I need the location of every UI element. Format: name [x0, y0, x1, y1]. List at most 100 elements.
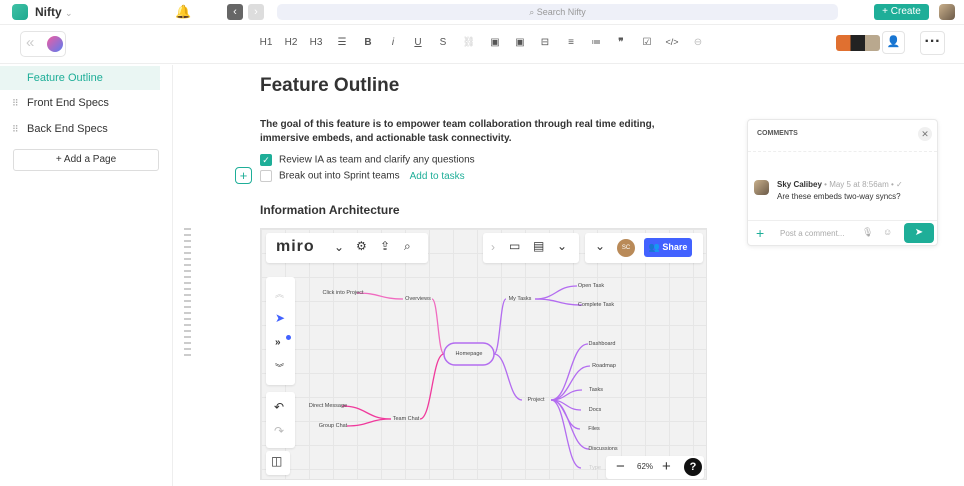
link-icon[interactable]: ⛓	[462, 37, 476, 48]
mind-map-node[interactable]: My Tasks	[508, 296, 532, 302]
chevron-up-icon[interactable]: ︽	[275, 289, 285, 299]
mind-map-node[interactable]: Click into Project	[322, 290, 364, 296]
select-cursor-icon[interactable]: ➤	[275, 311, 286, 325]
redo-icon[interactable]: ↷	[274, 424, 285, 438]
back-button[interactable]: ‹	[227, 4, 243, 20]
help-button[interactable]: ?	[684, 458, 702, 476]
embed-icon[interactable]: ▣	[515, 37, 525, 48]
workspace-name: Nifty	[35, 5, 62, 19]
chevron-down-double-icon[interactable]: ︾	[275, 363, 285, 373]
drag-handle-icon[interactable]: ⠿	[12, 98, 19, 108]
bullet-list-icon[interactable]: ≡	[568, 37, 574, 48]
user-avatar[interactable]	[939, 4, 955, 20]
mind-map-node[interactable]: Team Chat	[392, 416, 420, 422]
quote-icon[interactable]: ❞	[618, 37, 624, 48]
italic-button[interactable]: i	[391, 37, 395, 48]
mind-map-link	[356, 292, 404, 300]
comment-text: Are these embeds two-way syncs?	[777, 192, 901, 201]
share-button[interactable]: 👥 Share	[644, 238, 692, 257]
mind-map-node[interactable]: Dashboard	[588, 341, 616, 347]
divider	[748, 151, 937, 152]
checklist-icon[interactable]: ☑	[642, 37, 652, 48]
more-options-button[interactable]: ···	[920, 31, 945, 55]
search-icon[interactable]: ⌕	[404, 239, 411, 253]
underline-button[interactable]: U	[414, 37, 422, 48]
chevron-right-icon[interactable]: ›	[491, 240, 495, 254]
strikethrough-button[interactable]: S	[439, 37, 447, 48]
undo-icon[interactable]: ↶	[274, 400, 285, 414]
sidebar-item-feature-outline[interactable]: Feature Outline	[0, 66, 160, 90]
search-input[interactable]: ⌕ Search Nifty	[277, 4, 838, 20]
zoom-in-button[interactable]: +	[662, 458, 671, 475]
user-avatar[interactable]: SC	[617, 239, 635, 257]
miro-frames-button[interactable]: ◫	[266, 451, 290, 475]
top-bar: Nifty ⌄ 🔔 ‹ › ⌕ Search Nifty + Create	[0, 0, 964, 25]
numbered-list-icon[interactable]: ≔	[591, 37, 601, 48]
mind-map-node[interactable]: Discussions	[588, 446, 618, 452]
section-icon[interactable]: ⊟	[540, 37, 550, 48]
mind-map-node[interactable]: Files	[588, 426, 600, 432]
more-tools-icon[interactable]: »	[275, 337, 281, 348]
add-page-button[interactable]: + Add a Page	[13, 149, 159, 171]
chevron-down-icon[interactable]: ⌄	[595, 239, 606, 253]
mind-map-node[interactable]: Project	[527, 397, 545, 403]
mind-map-node[interactable]: Complete Task	[577, 302, 615, 308]
send-button[interactable]: ➤	[904, 223, 934, 243]
chevron-down-icon[interactable]: ⌄	[334, 240, 345, 254]
mind-map-link	[341, 405, 392, 420]
mind-map-node[interactable]: Group Chat	[318, 423, 348, 429]
notes-icon[interactable]: ▤	[533, 239, 545, 253]
miro-tools-panel: ︽ ➤ » ︾	[266, 277, 295, 385]
mind-map-link	[493, 353, 523, 401]
mind-map-node[interactable]: Homepage	[455, 351, 483, 357]
present-icon[interactable]: ▭	[509, 239, 521, 253]
workspace-switcher[interactable]: Nifty ⌄	[35, 5, 73, 19]
comment-input[interactable]: Post a comment...	[780, 229, 845, 238]
miro-zoom-panel: − 62% + ?	[606, 456, 704, 479]
heading2-button[interactable]: H2	[284, 37, 298, 48]
add-attachment-button[interactable]: +	[756, 225, 765, 241]
chevron-down-icon[interactable]: ⌄	[557, 239, 568, 253]
mind-map-node[interactable]: Roadmap	[592, 363, 616, 369]
close-button[interactable]: ✕	[918, 127, 932, 141]
document-minimap[interactable]	[184, 228, 191, 356]
checkbox[interactable]	[260, 170, 272, 182]
mind-map-link	[534, 298, 583, 306]
collaborator-avatars[interactable]	[836, 35, 880, 51]
mind-map-link	[534, 285, 578, 300]
add-block-button[interactable]: +	[235, 167, 252, 184]
sidebar-item-label: Feature Outline	[27, 72, 103, 84]
emoji-icon[interactable]: ☺	[883, 227, 893, 237]
drag-handle-icon[interactable]: ⠿	[12, 124, 19, 134]
forward-button[interactable]: ›	[248, 4, 264, 20]
zoom-out-button[interactable]: −	[616, 458, 625, 475]
add-to-tasks-link[interactable]: Add to tasks	[409, 170, 465, 182]
commenter-avatar	[754, 180, 769, 195]
mind-map-node[interactable]: Type	[589, 465, 601, 471]
gear-icon[interactable]: ⚙	[356, 239, 367, 253]
heading3-button[interactable]: H3	[309, 37, 323, 48]
heading1-button[interactable]: H1	[259, 37, 273, 48]
add-member-button[interactable]: 👤	[882, 31, 905, 54]
bold-button[interactable]: B	[364, 37, 372, 48]
code-icon[interactable]: </>	[665, 37, 679, 47]
sidebar-item-back-end-specs[interactable]: ⠿Back End Specs	[0, 117, 160, 141]
upload-icon[interactable]: ⇪	[380, 239, 391, 253]
divider-icon[interactable]: ☰	[337, 37, 347, 48]
collapse-sidebar-button[interactable]: «	[20, 31, 66, 57]
bell-icon[interactable]: 🔔	[175, 4, 192, 19]
mind-map-node[interactable]: Direct Message	[308, 403, 348, 409]
comment-icon[interactable]: ⊖	[693, 37, 703, 48]
create-button[interactable]: + Create	[874, 4, 929, 20]
sidebar-item-front-end-specs[interactable]: ⠿Front End Specs	[0, 91, 160, 115]
mind-map-node[interactable]: Tasks	[588, 387, 604, 393]
miro-embed[interactable]: Homepage Overviews Click into Project My Ta…	[260, 228, 707, 480]
mind-map-node[interactable]: Docs	[588, 407, 602, 413]
image-icon[interactable]: ▣	[490, 37, 500, 48]
mind-map-node[interactable]: Open Task	[577, 283, 605, 289]
mind-map-node[interactable]: Overviews	[405, 296, 431, 302]
checkbox-checked[interactable]: ✓	[260, 154, 272, 166]
microphone-icon[interactable]: 🎙	[862, 227, 874, 237]
page-title: Feature Outline	[260, 75, 400, 96]
